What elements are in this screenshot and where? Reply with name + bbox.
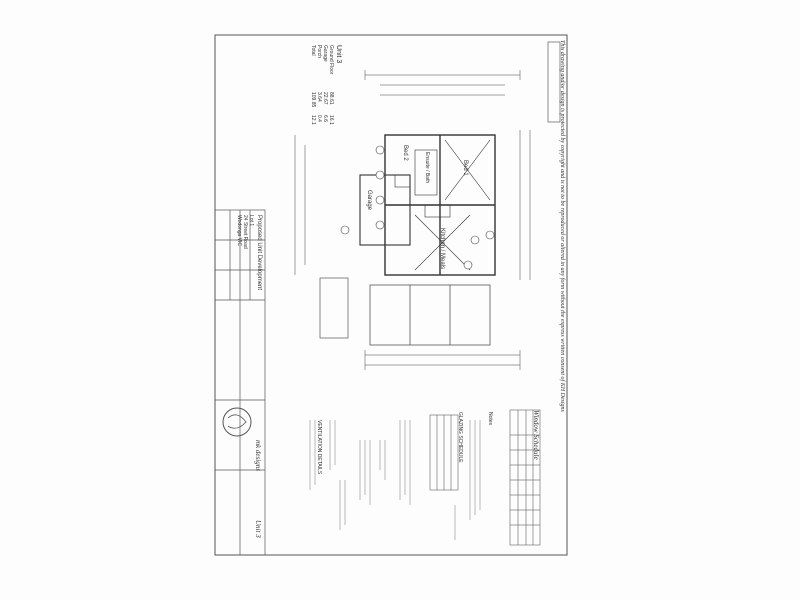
room-label-kitchen: Kitchen / Meals <box>439 228 445 270</box>
notes-title: Notes <box>487 412 493 426</box>
area-value-2: 3.64 <box>316 92 322 102</box>
area-name-0: Ground Floor <box>328 45 334 75</box>
area-name-1: Garage <box>322 45 328 62</box>
window-schedule-title: Window Schedule <box>532 410 540 460</box>
area-unit-3: 12.1 <box>310 115 316 125</box>
window-schedule-table <box>509 409 541 546</box>
site-outline <box>319 277 491 346</box>
room-label-ensuite: Ensuite / Bath <box>424 152 430 184</box>
area-unit-1: 6.6 <box>322 115 328 122</box>
notes-box <box>547 41 561 123</box>
area-value-0: 88.61 <box>328 92 334 105</box>
area-name-2: Porch <box>316 45 322 59</box>
title-block-client: Wodonga VIC <box>236 215 242 247</box>
room-label-bed-1: Bed 1 <box>462 160 468 176</box>
area-value-3: 109.85 <box>310 92 316 108</box>
area-unit-2: 0.4 <box>316 115 322 122</box>
glazing-schedule-box <box>429 414 459 491</box>
dimension-lines <box>294 70 531 370</box>
floor-plan <box>359 134 496 276</box>
ventilation-title: VENTILATION DETAILS <box>316 420 322 475</box>
title-block-address-2: 24 Street Road <box>242 215 248 249</box>
notes-text-lines <box>309 420 481 540</box>
company-name: mk designs <box>254 440 262 471</box>
drawing-unit-label: Unit 3 <box>254 520 262 538</box>
areas-title: Unit 3 <box>335 45 342 64</box>
area-unit-0: 16.1 <box>328 115 334 125</box>
sheet-border <box>214 34 568 556</box>
room-label-bed-2: Bed 2 <box>402 145 408 161</box>
copyright-notice: This drawing and/or design is protected … <box>559 40 565 412</box>
area-name-3: Total <box>310 45 316 56</box>
glazing-title: GLAZING SCHEDULE <box>457 412 463 463</box>
title-block <box>214 209 266 556</box>
area-value-1: 22.67 <box>322 92 328 105</box>
room-label-garage: Garage <box>366 190 372 211</box>
title-block-address-1: Lot 1 <box>248 215 254 227</box>
title-block-project: Proposed Unit Development <box>256 215 262 291</box>
grid-markers <box>340 145 495 270</box>
